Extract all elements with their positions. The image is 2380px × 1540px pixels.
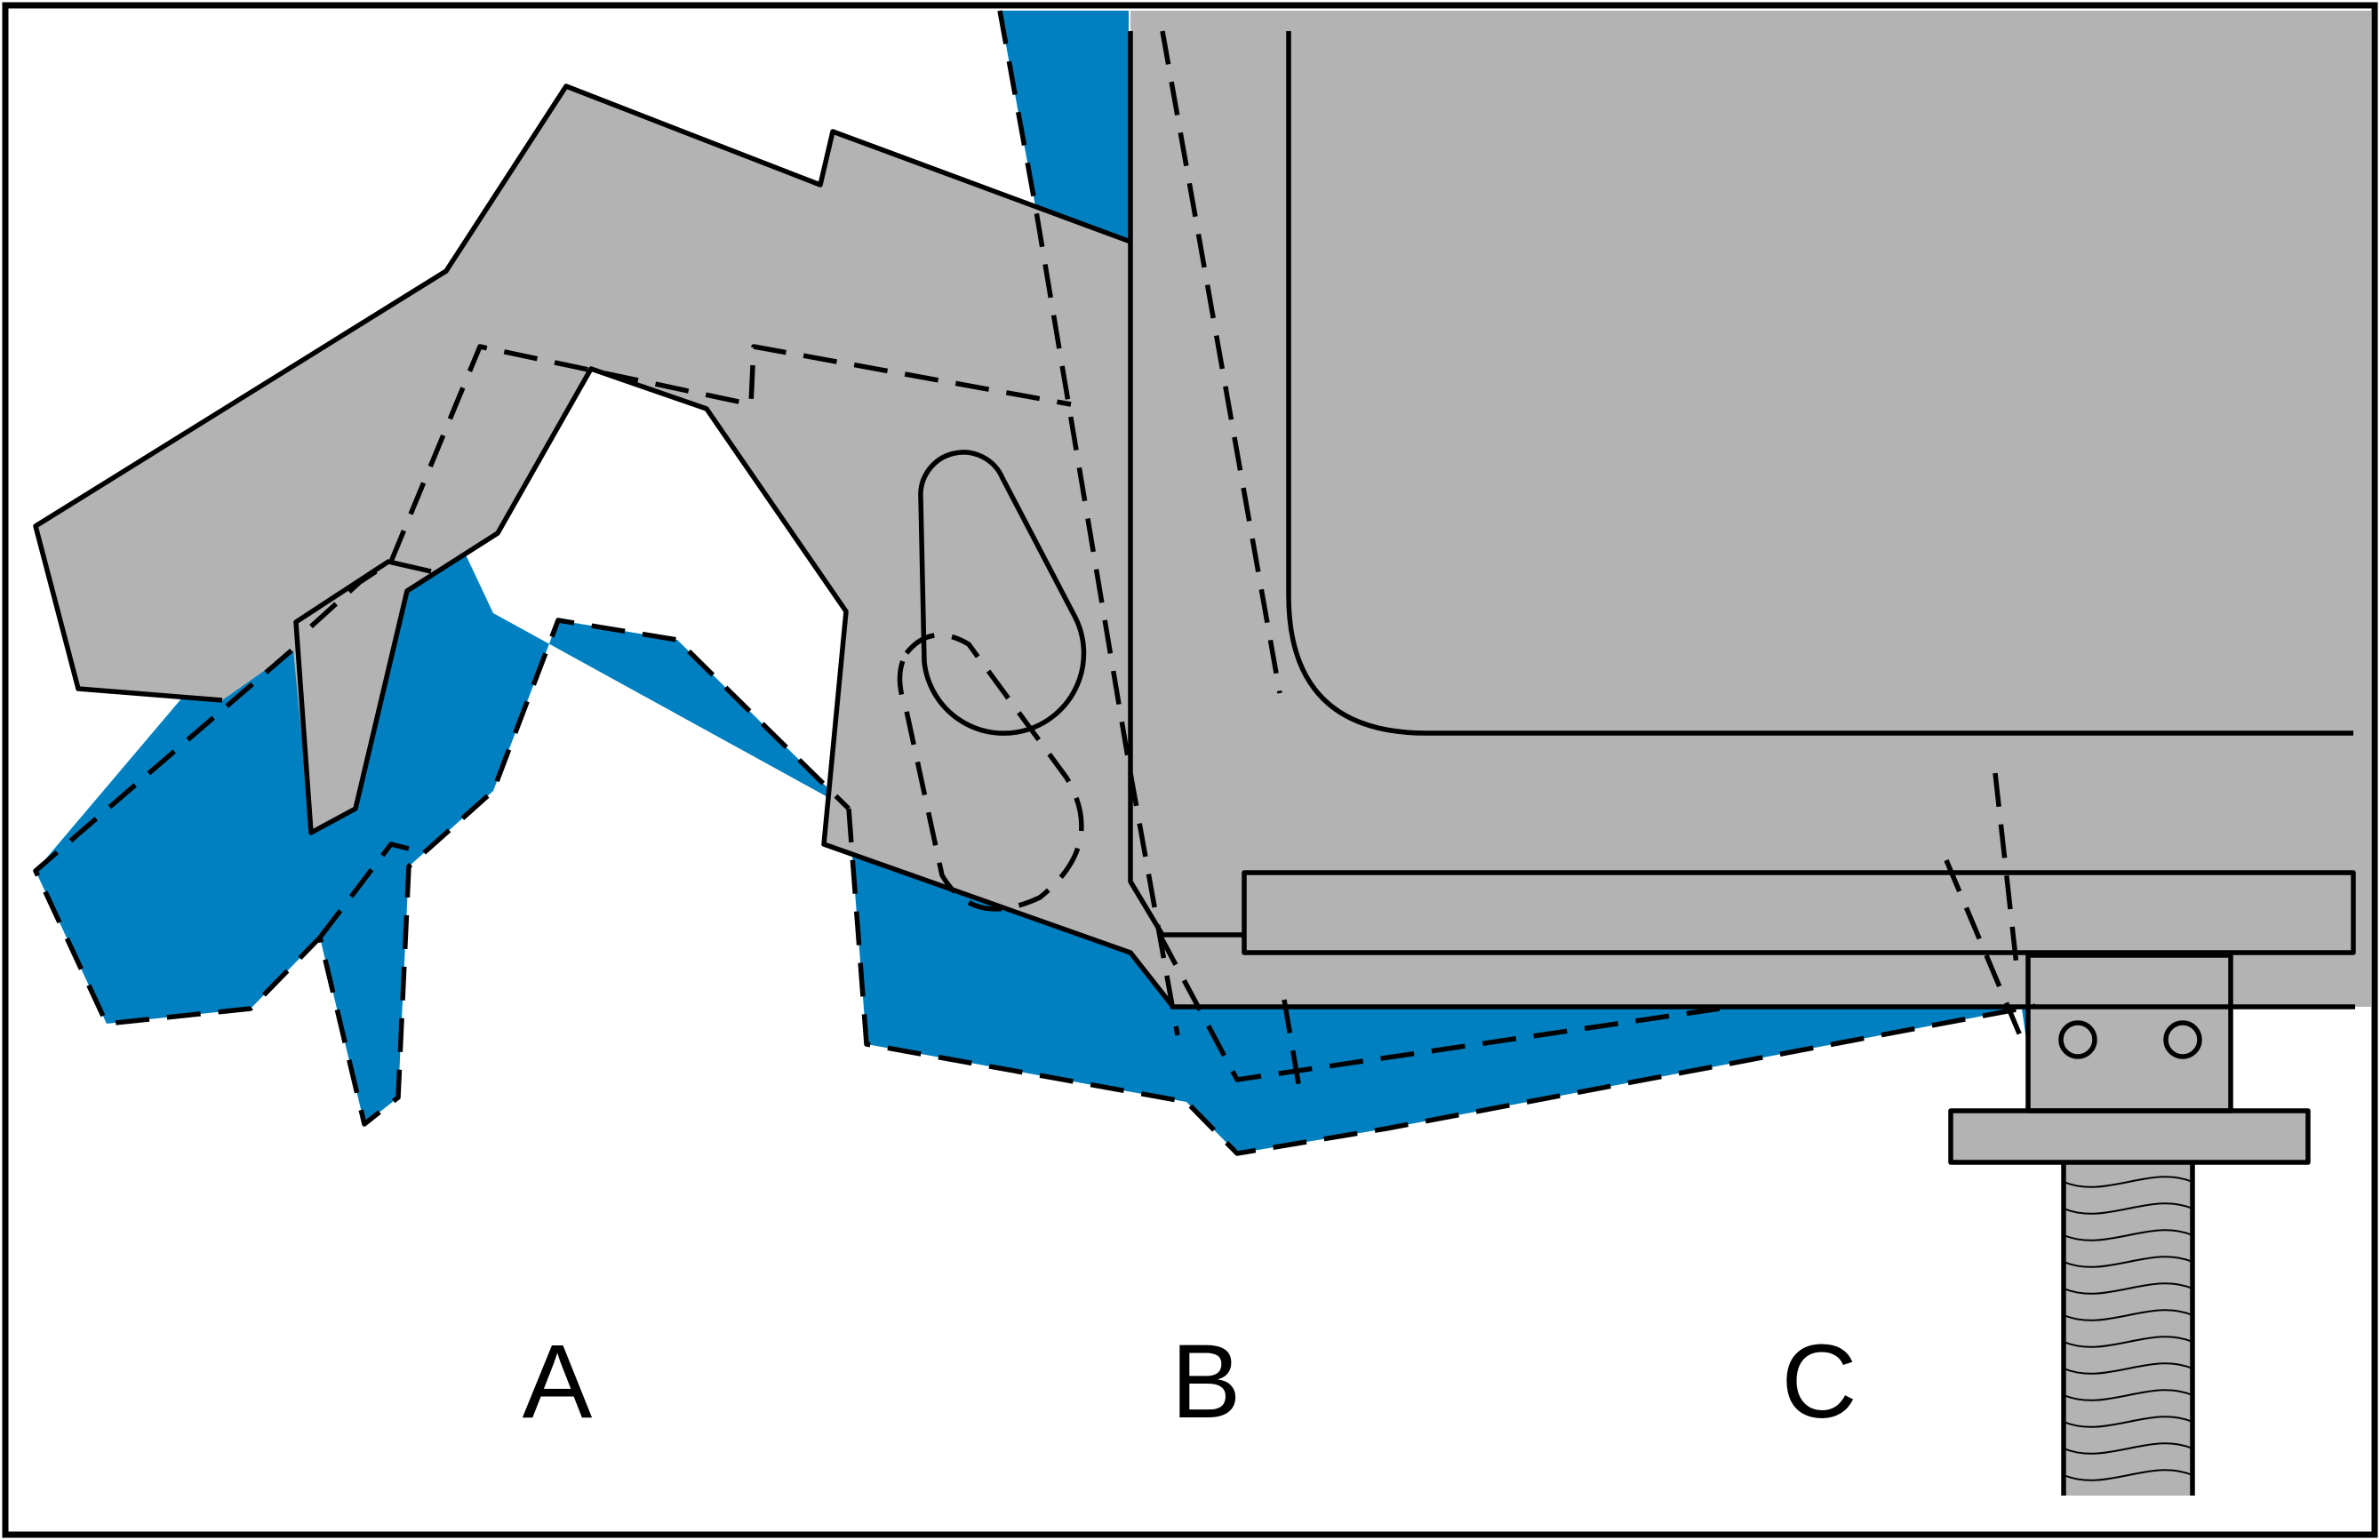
bolt-thread: [2063, 1256, 2193, 1268]
bolt-hole-right: [2163, 1020, 2202, 1059]
label-a: A: [523, 1323, 593, 1440]
dash-finger: [317, 842, 410, 939]
bolt-plate: [1948, 1108, 2311, 1165]
gray-bolt-plate: [1951, 1111, 2308, 1162]
outline-rail: [1242, 870, 2356, 955]
gray-regions: [36, 11, 2371, 1496]
bolt-thread: [2063, 1309, 2193, 1321]
dash-vertical-left: [997, 10, 1180, 1036]
label-b: B: [1171, 1323, 1242, 1440]
dash-bolt-right: [1993, 772, 2020, 974]
dash-small-vertical: [1282, 999, 1302, 1089]
bolt-thread: [2063, 1389, 2193, 1401]
bolt-threads: [2063, 1176, 2193, 1481]
dash-bolt-diag: [1944, 858, 2025, 1041]
blue-body-middle: [824, 809, 2035, 1153]
outline-claw-inner: [293, 366, 2355, 1009]
dashed-outlines: [33, 10, 2036, 1156]
bolt-thread: [2063, 1282, 2193, 1295]
bolt-thread: [2063, 1442, 2193, 1455]
bolt-thread: [2063, 1336, 2193, 1348]
dash-slot: [897, 632, 1084, 912]
dash-claw-upper: [309, 344, 1072, 629]
solid-outlines: [33, 31, 2356, 1496]
outline-inner-corner: [1286, 31, 2353, 736]
bolt-thread: [2063, 1362, 2193, 1375]
label-c: C: [1781, 1323, 1857, 1440]
bolt-thread: [2063, 1469, 2193, 1481]
bolt-thread: [2063, 1416, 2193, 1428]
blue-claw-left: [36, 369, 849, 1124]
dash-vertical-right: [1160, 30, 1282, 694]
bolt-hole-left: [2058, 1020, 2097, 1059]
bolt-thread: [2063, 1202, 2193, 1215]
dash-lower-rail: [1157, 933, 1721, 1082]
gray-block-right: [1130, 11, 2371, 1007]
bolt-thread: [2063, 1176, 2193, 1188]
gray-arm-left: [36, 86, 1130, 953]
outline-vertical-left: [1128, 31, 1244, 938]
dash-body-bottom: [846, 808, 2036, 1156]
dash-claw-left: [33, 618, 851, 1127]
bolt-thread: [2063, 1229, 2193, 1241]
slot-outline: [918, 450, 1087, 736]
outline-arm-left: [33, 84, 1131, 703]
gray-bolt-shaft: [2062, 1162, 2193, 1496]
